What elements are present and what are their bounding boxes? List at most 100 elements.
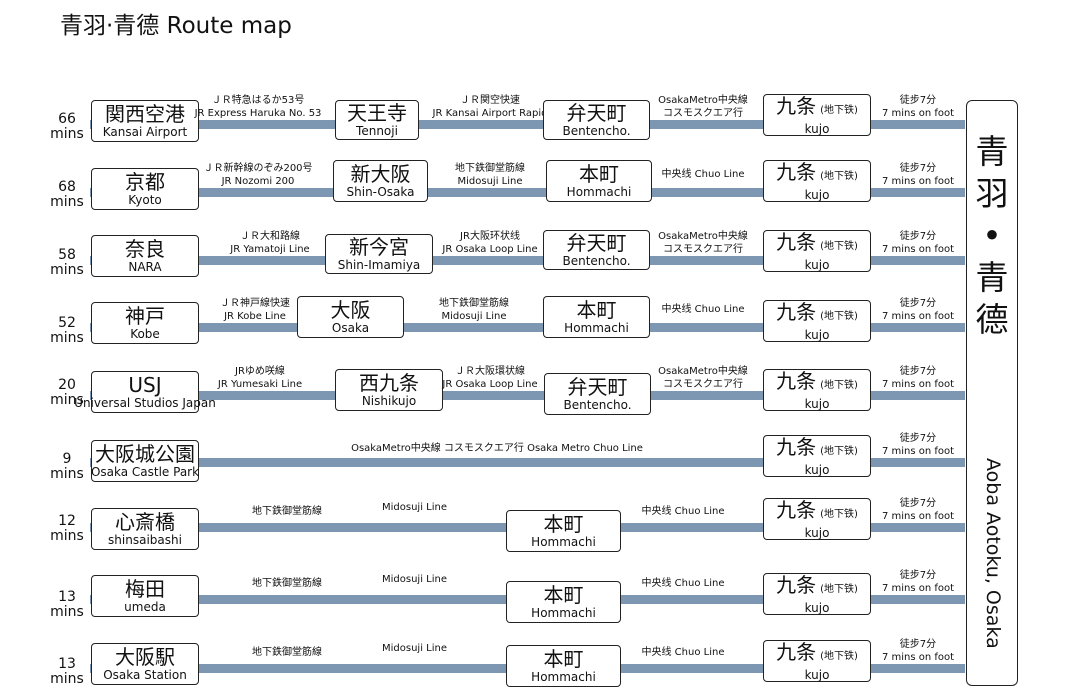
segment-label-en: コスモスクエア行 — [662, 108, 743, 119]
travel-time-unit: mins — [50, 330, 84, 346]
final-station-jp: 九条(地下铁) — [776, 93, 858, 118]
segment-label: 中央线 Chuo Line — [661, 304, 745, 315]
mid-station-jp: 本町 — [579, 162, 619, 186]
mid-station-jp: 本町 — [543, 512, 584, 536]
travel-time-value: 20 — [58, 377, 76, 393]
segment-label-jp: ＪＲ神戸線快速 — [220, 298, 290, 309]
walk-label-jp: 徒步7分 — [899, 298, 937, 309]
segment-label-en: Midosuji Line — [457, 176, 523, 187]
walk-label-jp: 徒步7分 — [899, 639, 937, 650]
travel-time-value: 68 — [58, 179, 76, 195]
origin-station-jp: 大阪城公園 — [95, 442, 195, 466]
walk-label-en: 7 mins on foot — [881, 511, 955, 522]
destination-box: 青 羽 • 青 德 — [966, 100, 1018, 686]
final-station-en: kujo — [804, 462, 830, 477]
walk-label-en: 7 mins on foot — [881, 108, 955, 119]
station-tag: (地下铁) — [820, 240, 858, 252]
final-station-en: kujo — [804, 257, 830, 272]
segment-label-jp: 地下鉄御堂筋線 — [439, 298, 509, 309]
walk-label-jp: 徒步7分 — [899, 433, 937, 444]
walk-label-jp: 徒步7分 — [899, 231, 937, 242]
origin-station-jp: 心斎橋 — [115, 510, 175, 534]
destination-char: 德 — [975, 300, 1009, 339]
destination-jp: 青 羽 • 青 德 — [967, 131, 1017, 341]
mid-station-en: Hommachi — [531, 606, 596, 620]
route-line — [90, 458, 965, 467]
origin-station-en: Universal Studios Japan — [74, 396, 216, 410]
final-station: 九条(地下铁)kujo — [763, 640, 871, 682]
segment-label-jp: ＪＲ大和路線 — [239, 231, 300, 242]
travel-time-unit: mins — [50, 262, 84, 278]
destination-char: 青 — [975, 132, 1009, 171]
segment-label: OsakaMetro中央線コスモスクエア行 — [658, 94, 748, 120]
segment-label: OsakaMetro中央線 コスモスクエア行 Osaka Metro Chuo … — [351, 442, 643, 455]
segment-label: 地下鉄御堂筋線 — [252, 578, 322, 589]
origin-station-en: Osaka Castle Park — [90, 465, 200, 479]
final-station-en: kujo — [804, 121, 830, 136]
walk-label-jp: 徒步7分 — [899, 163, 937, 174]
segment-label-en: JR Nozomi 200 — [221, 176, 295, 187]
travel-time-value: 13 — [58, 589, 76, 605]
final-station-jp: 九条(地下铁) — [776, 639, 858, 664]
mid-station-jp: 本町 — [543, 583, 584, 607]
final-station: 九条(地下铁)kujo — [763, 300, 871, 342]
travel-time-value: 66 — [58, 111, 76, 127]
final-station: 九条(地下铁)kujo — [763, 160, 871, 202]
segment-label-jp: OsakaMetro中央線 — [658, 95, 748, 106]
destination-char: 青 — [975, 258, 1009, 297]
final-station-jp: 九条(地下铁) — [776, 229, 858, 254]
mid-station-en: Hommachi — [564, 321, 629, 335]
mid-station-jp: 本町 — [576, 298, 617, 322]
segment-label-jp: ＪＲ新幹線のぞみ200号 — [203, 163, 313, 174]
travel-time-unit: mins — [50, 392, 84, 408]
mid-station-en: Tennoji — [356, 124, 398, 138]
walk-label-en: 7 mins on foot — [881, 379, 955, 390]
route-line — [90, 391, 965, 400]
segment-label: 中央线 Chuo Line — [641, 578, 725, 589]
segment-label-en: Midosuji Line — [441, 311, 507, 322]
travel-time-unit: mins — [50, 671, 84, 687]
segment-label-en: JR Express Haruka No. 53 — [194, 108, 322, 119]
travel-time-unit: mins — [50, 604, 84, 620]
segment-label: ＪＲ新幹線のぞみ200号 JR Nozomi 200 — [203, 162, 312, 188]
segment-label-en: コスモスクエア行 — [662, 244, 743, 255]
mid-station-en: Hommachi — [531, 535, 596, 549]
final-station-en: kujo — [804, 600, 830, 615]
final-station-jp: 九条(地下铁) — [776, 159, 858, 184]
walk-label-jp: 徒步7分 — [899, 498, 937, 509]
final-station-jp: 九条(地下铁) — [776, 497, 858, 522]
segment-label-en: JR Osaka Loop Line — [442, 244, 538, 255]
route-line — [90, 188, 965, 197]
walk-label-en: 7 mins on foot — [881, 244, 955, 255]
station-tag: (地下铁) — [820, 310, 858, 322]
destination-en: Aoba Aotoku, Osaka — [982, 458, 1004, 649]
walk-label: 徒步7分 7 mins on foot — [882, 230, 954, 256]
walk-label-en: 7 mins on foot — [881, 446, 955, 457]
segment-label: ＪＲ特急はるか53号 JR Express Haruka No. 53 — [195, 94, 322, 120]
origin-station-jp: 京都 — [125, 170, 165, 194]
segment-label: 地下鉄御堂筋線 — [252, 506, 322, 517]
segment-label-jp: ＪＲ特急はるか53号 — [211, 95, 305, 106]
station-tag: (地下铁) — [820, 650, 858, 662]
origin-station-en: Osaka Station — [103, 668, 187, 682]
final-station-en: kujo — [804, 525, 830, 540]
